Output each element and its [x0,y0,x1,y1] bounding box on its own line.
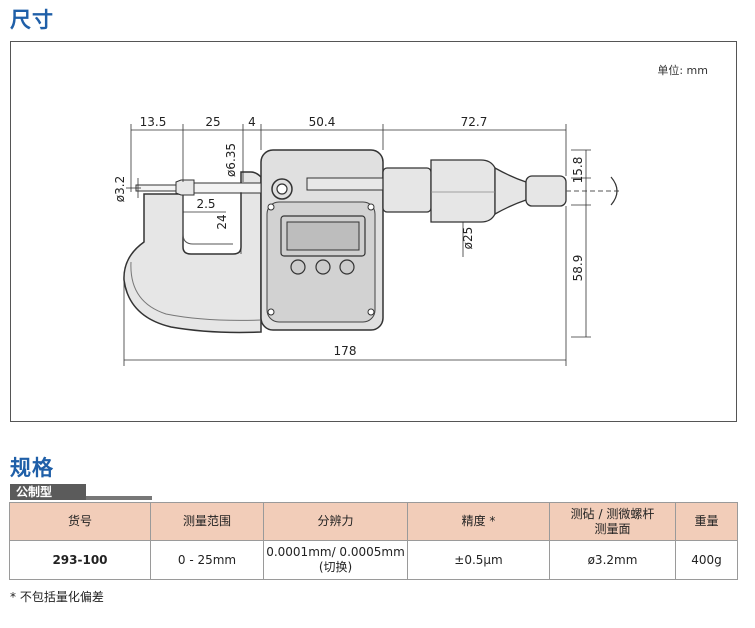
metric-tab-label: 公制型 [10,484,86,500]
dim-4: 4 [248,115,256,129]
dim-72-7: 72.7 [461,115,488,129]
dim-25: 25 [205,115,220,129]
header-weight: 重量 [675,502,738,541]
cell-weight: 400g [675,540,738,580]
cell-order-no: 293-100 [9,540,151,580]
micrometer-frame [123,171,262,334]
tab-divider [86,496,152,500]
dimension-drawing: 单位: mm [10,41,737,422]
cell-resolution-line2: (切换) [318,560,353,574]
header-range: 测量范围 [150,502,264,541]
dim-15-8: 15.8 [571,157,585,184]
dim-58-9: 58.9 [571,255,585,282]
dim-13-5: 13.5 [140,115,167,129]
dimensions-heading: 尺寸 [10,8,54,32]
header-anvil-line2: 测量面 [594,521,631,536]
spec-table: 货号 测量范围 分辨力 精度 * 测砧 / 测微螺杆 测量面 重量 293-10… [9,502,738,580]
dim-178: 178 [334,344,357,358]
footnote: * 不包括量化偏差 [10,590,104,604]
header-resolution: 分辨力 [263,502,408,541]
table-header-row: 货号 测量范围 分辨力 精度 * 测砧 / 测微螺杆 测量面 重量 [9,502,738,541]
dim-3-2: ø3.2 [113,176,127,202]
dim-25-dia: ø25 [461,227,475,250]
cell-resolution: 0.0001mm/ 0.0005mm (切换) [263,540,408,580]
header-accuracy: 精度 * [407,502,550,541]
dim-50-4: 50.4 [309,115,336,129]
dim-6-35: ø6.35 [224,143,238,177]
table-row: 293-100 0 - 25mm 0.0001mm/ 0.0005mm (切换)… [9,540,738,580]
micrometer-thimble [382,159,621,223]
specifications-heading: 规格 [10,456,54,480]
cell-anvil: ø3.2mm [549,540,676,580]
micrometer-drawing-svg: 13.5 25 4 50.4 72.7 ø6.35 ø3.2 2.5 24 ø2… [113,115,621,366]
header-anvil: 测砧 / 测微螺杆 测量面 [549,502,676,541]
header-anvil-line1: 测砧 / 测微螺杆 [570,506,655,521]
cell-resolution-line1: 0.0001mm/ 0.0005mm [266,545,405,559]
cell-range: 0 - 25mm [150,540,264,580]
dim-24: 24 [215,214,229,229]
cell-accuracy: ±0.5µm [407,540,550,580]
unit-label: 单位: mm [657,64,708,77]
micrometer-head [135,149,384,331]
dim-2-5: 2.5 [196,197,215,211]
dimension-lines [123,124,591,366]
metric-tab: 公制型 [10,484,152,500]
header-order-no: 货号 [9,502,151,541]
